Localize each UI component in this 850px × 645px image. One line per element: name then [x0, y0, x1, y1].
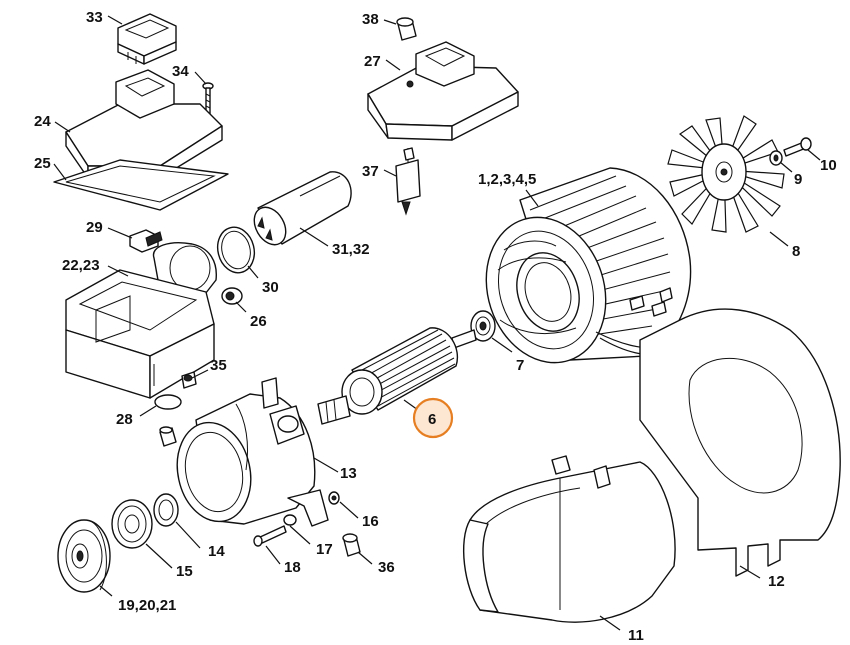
leader-lines	[53, 15, 821, 631]
part-8-fan[interactable]	[667, 115, 785, 233]
label-28[interactable]: 28	[116, 411, 133, 428]
label-22-23[interactable]: 22,23	[62, 257, 100, 274]
label-35[interactable]: 35	[210, 357, 227, 374]
label-10[interactable]: 10	[820, 157, 837, 174]
part-38-cap[interactable]	[396, 17, 417, 41]
part-26-bushing[interactable]	[221, 287, 243, 305]
label-34[interactable]: 34	[172, 63, 189, 80]
part-22-23-housing-box[interactable]	[65, 242, 217, 399]
part-30-o-ring[interactable]	[213, 223, 259, 276]
part-16-washer[interactable]	[328, 491, 340, 505]
label-9[interactable]: 9	[794, 171, 802, 188]
part-10-screw[interactable]	[783, 137, 812, 157]
label-31-32[interactable]: 31,32	[332, 241, 370, 258]
label-30[interactable]: 30	[262, 279, 279, 296]
part-29-terminal[interactable]	[129, 229, 163, 253]
part-27-switch-cover[interactable]	[367, 41, 519, 141]
part-7-bearing[interactable]	[470, 310, 496, 342]
label-26[interactable]: 26	[250, 313, 267, 330]
label-33[interactable]: 33	[86, 9, 103, 26]
label-24[interactable]: 24	[34, 113, 51, 130]
label-18[interactable]: 18	[284, 559, 301, 576]
part-25-gasket[interactable]	[53, 159, 229, 211]
label-19-20-21[interactable]: 19,20,21	[118, 597, 176, 614]
part-19-20-21-pulley[interactable]	[57, 519, 111, 593]
part-13-end-housing[interactable]	[168, 377, 329, 528]
label-16[interactable]: 16	[362, 513, 379, 530]
part-15-bearing[interactable]	[111, 499, 153, 549]
part-18-bolt[interactable]	[253, 525, 287, 547]
part-14-seal[interactable]	[153, 493, 179, 527]
part-labels: 33 34 24 25 29 22,23 26 30 31,32 35 28 3…	[34, 9, 837, 644]
part-plug[interactable]	[159, 426, 177, 447]
part-17-nut[interactable]	[283, 514, 297, 526]
part-28-o-ring[interactable]	[154, 394, 182, 410]
label-37[interactable]: 37	[362, 163, 379, 180]
part-11-shroud[interactable]	[463, 455, 676, 623]
part-33-switch[interactable]	[117, 13, 177, 65]
part-36-fitting[interactable]	[342, 533, 361, 557]
part-35-fitting[interactable]	[181, 371, 197, 389]
label-25[interactable]: 25	[34, 155, 51, 172]
part-6-rotor[interactable]	[317, 327, 477, 425]
label-29[interactable]: 29	[86, 219, 103, 236]
label-14[interactable]: 14	[208, 543, 225, 560]
label-11[interactable]: 11	[628, 627, 644, 644]
label-1-5[interactable]: 1,2,3,4,5	[478, 171, 536, 188]
label-6[interactable]: 6	[428, 411, 436, 428]
part-31-32-capacitor[interactable]	[248, 171, 352, 250]
part-34-screw[interactable]	[202, 82, 214, 115]
label-38[interactable]: 38	[362, 11, 379, 28]
label-7[interactable]: 7	[516, 357, 524, 374]
label-15[interactable]: 15	[176, 563, 193, 580]
label-27[interactable]: 27	[364, 53, 381, 70]
label-8[interactable]: 8	[792, 243, 800, 260]
label-12[interactable]: 12	[768, 573, 785, 590]
label-17[interactable]: 17	[316, 541, 333, 558]
label-36[interactable]: 36	[378, 559, 395, 576]
part-9-washer[interactable]	[769, 150, 783, 166]
part-12-guard-plate[interactable]	[639, 308, 841, 577]
part-24-cover[interactable]	[65, 69, 223, 179]
part-37-relay[interactable]	[395, 147, 421, 216]
label-13[interactable]: 13	[340, 465, 357, 482]
part-1-5-stator[interactable]	[468, 167, 692, 378]
highlight-marker-6[interactable]	[412, 397, 454, 439]
